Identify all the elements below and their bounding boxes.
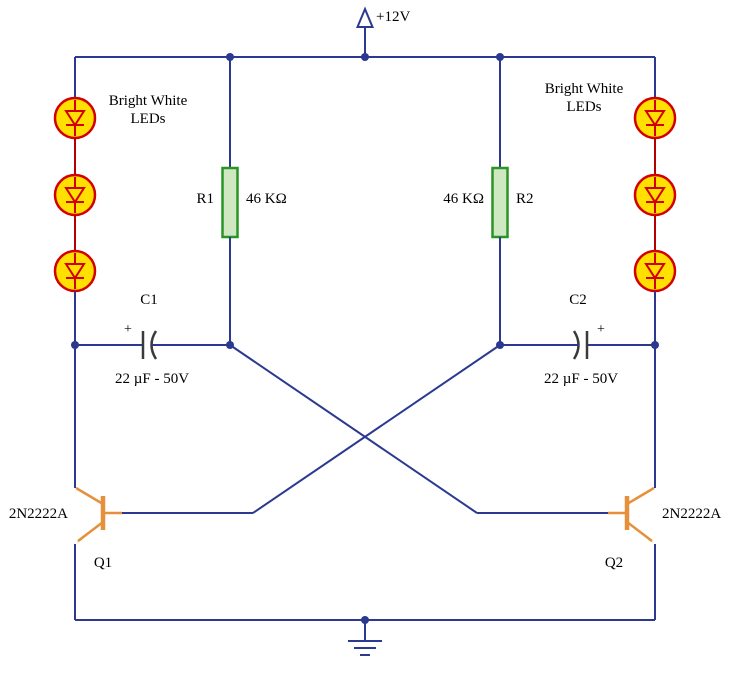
resistor-r1-value: 46 KΩ — [246, 191, 287, 207]
power-supply — [356, 6, 374, 61]
capacitor-c1-polarity: + — [124, 322, 132, 337]
capacitor-c2-name: C2 — [569, 292, 587, 308]
resistor-r1-name: R1 — [196, 191, 214, 207]
transistor-q2-name: Q2 — [605, 555, 623, 571]
resistor-r2-value: 46 KΩ — [443, 191, 484, 207]
resistor-symbol — [221, 166, 239, 239]
led-caption-left-line2: LEDs — [131, 111, 166, 127]
right-half — [253, 53, 675, 620]
led-caption-left-line1: Bright White — [109, 93, 188, 109]
junction-dot — [226, 341, 234, 349]
capacitor-c1-name: C1 — [140, 292, 158, 308]
capacitor-c2-polarity: + — [597, 322, 605, 337]
led-caption-right-line1: Bright White — [545, 81, 624, 97]
transistor-q2-part: 2N2222A — [662, 506, 721, 522]
transistor-q1-name: Q1 — [94, 555, 112, 571]
junction-dot — [361, 53, 369, 61]
transistor-q1-part: 2N2222A — [9, 506, 68, 522]
capacitor-c1-value: 22 µF - 50V — [115, 371, 189, 387]
supply-arrow-icon — [356, 6, 374, 28]
transistor-symbol — [75, 486, 122, 543]
left-half — [53, 53, 478, 621]
cross-coupling-wire — [229, 344, 478, 514]
junction-dot — [71, 341, 79, 349]
led-icon — [53, 96, 97, 140]
labels-layer: +12V Bright White LEDs Bright White LEDs… — [9, 9, 722, 571]
resistor-r2-name: R2 — [516, 191, 534, 207]
led-icon — [53, 249, 97, 293]
ground-icon — [348, 640, 382, 656]
supply-label: +12V — [376, 9, 410, 25]
capacitor-c2-value: 22 µF - 50V — [544, 371, 618, 387]
led-caption-right-line2: LEDs — [567, 99, 602, 115]
ground-symbol — [348, 616, 382, 656]
junction-dot — [226, 53, 234, 61]
led-icon — [53, 173, 97, 217]
